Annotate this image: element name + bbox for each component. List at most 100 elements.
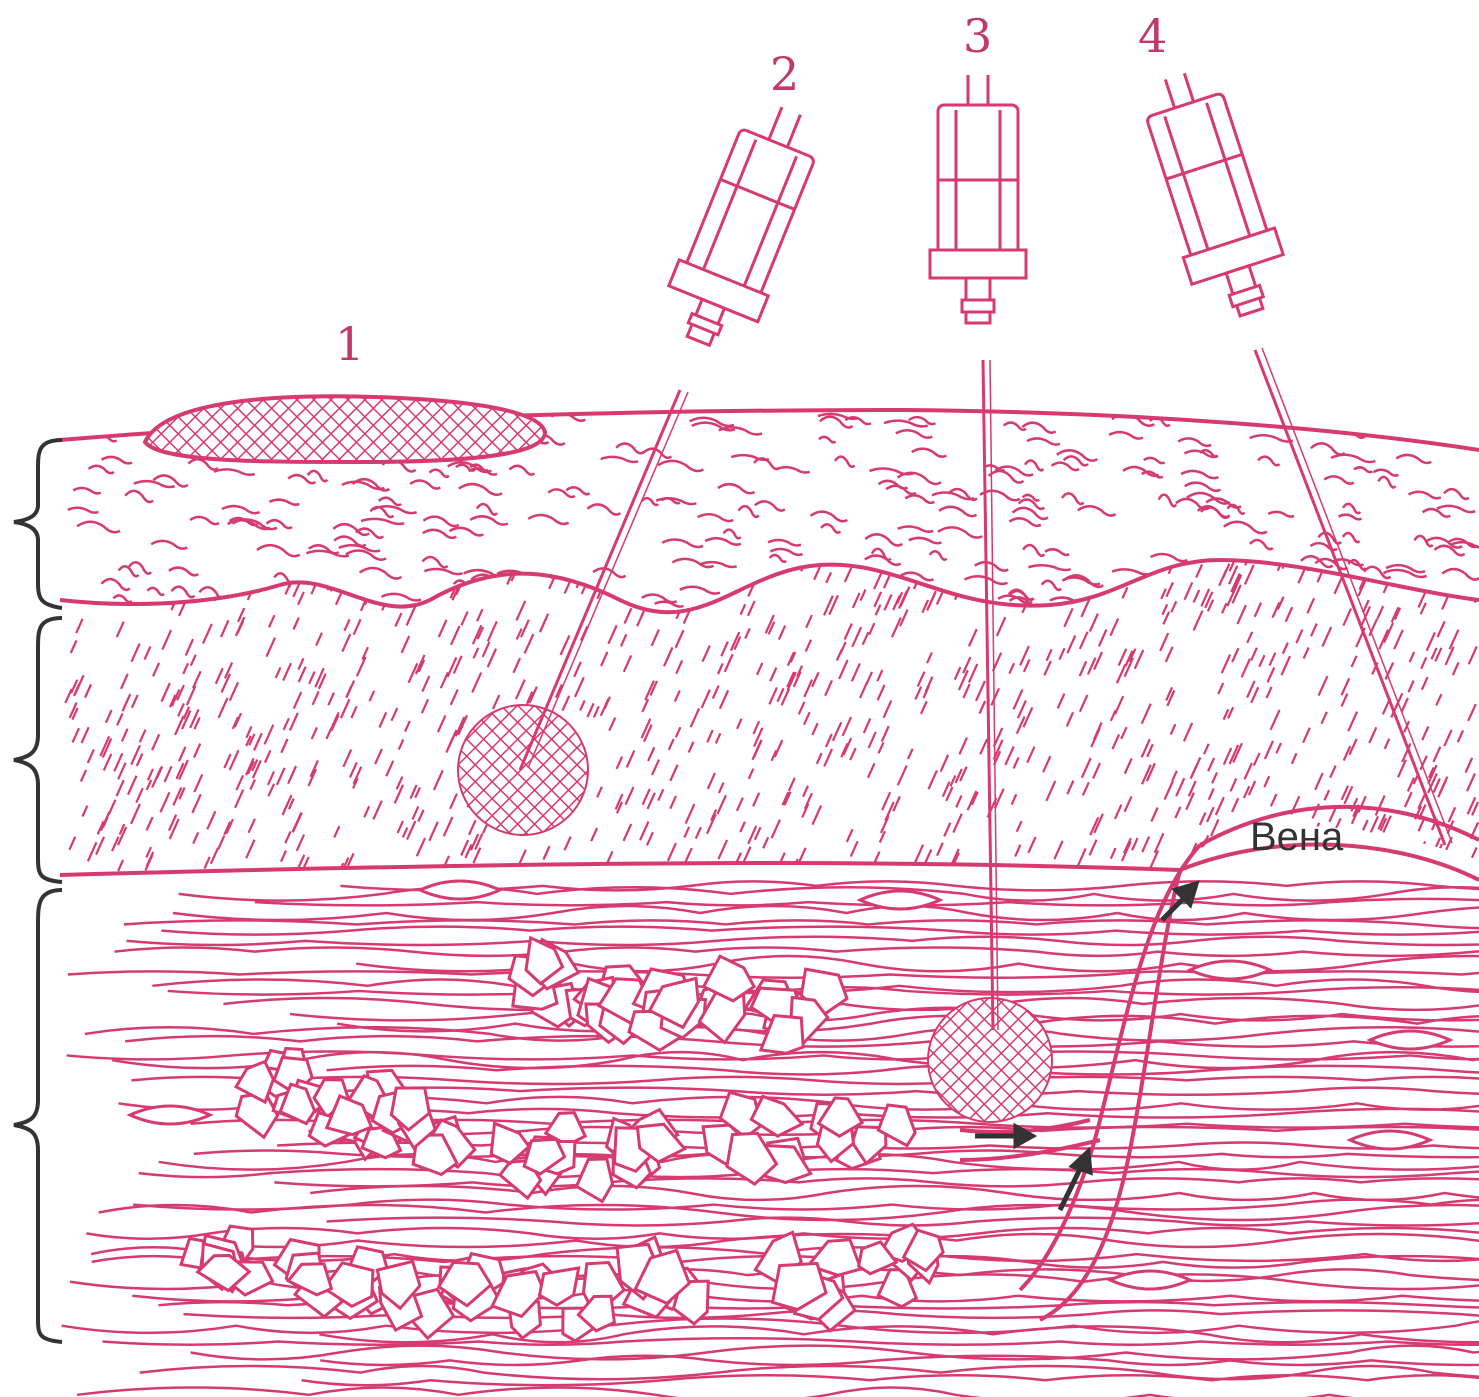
dermis-texture-mark [1115, 590, 1146, 595]
dermis-texture-mark [1444, 489, 1469, 499]
subcutaneous-texture-mark [1067, 781, 1073, 795]
subcutaneous-texture-mark [1232, 798, 1238, 812]
subcutaneous-texture-mark [1176, 778, 1184, 796]
subcutaneous-texture-mark [341, 699, 350, 718]
subcutaneous-texture-mark [230, 750, 239, 770]
subcutaneous-texture-mark [309, 672, 315, 684]
subcutaneous-texture-mark [1267, 687, 1272, 698]
subcutaneous-texture-mark [1058, 694, 1065, 709]
dermis-texture-mark [1025, 461, 1043, 471]
subcutaneous-texture-mark [236, 775, 243, 790]
dermis-texture-mark [360, 568, 402, 579]
subcutaneous-texture-mark [1009, 573, 1017, 590]
subcutaneous-texture-mark [104, 754, 111, 770]
subcutaneous-texture-mark [346, 686, 351, 698]
subcutaneous-texture-mark [707, 730, 713, 742]
dermis-texture-mark [705, 538, 741, 544]
subcutaneous-texture-mark [1151, 808, 1157, 822]
subcutaneous-texture-mark [769, 687, 777, 704]
subcutaneous-texture-mark [1209, 788, 1214, 799]
muscle-fiber [223, 998, 1479, 1010]
bracket-dermis [14, 440, 62, 608]
subcutaneous-texture-mark [1014, 566, 1021, 581]
subcutaneous-texture-mark [268, 771, 274, 784]
subcutaneous-texture-mark [1125, 758, 1132, 773]
subcutaneous-texture-mark [136, 788, 143, 802]
subcutaneous-texture-mark [221, 620, 229, 637]
subcutaneous-texture-mark [1343, 609, 1351, 626]
subcutaneous-texture-mark [806, 615, 812, 628]
dermis-texture-mark [1373, 470, 1398, 476]
subcutaneous-texture-mark [1150, 851, 1158, 869]
subcutaneous-texture-mark [158, 569, 163, 580]
subcutaneous-texture-mark [882, 792, 890, 810]
dermis-texture-mark [68, 508, 99, 513]
subcutaneous-texture-mark [1171, 601, 1176, 612]
subcutaneous-texture-mark [1237, 605, 1246, 624]
subcutaneous-texture-mark [1384, 623, 1393, 643]
subcutaneous-texture-mark [149, 543, 157, 561]
subcutaneous-texture-mark [826, 572, 831, 583]
subcutaneous-texture-mark [461, 612, 467, 626]
subcutaneous-texture-mark [1427, 632, 1435, 650]
subcutaneous-texture-mark [285, 831, 290, 843]
subcutaneous-texture-mark [1162, 604, 1167, 614]
subcutaneous-texture-mark [85, 557, 91, 571]
subcutaneous-texture-mark [422, 699, 428, 713]
subcutaneous-texture-mark [354, 619, 361, 634]
subcutaneous-texture-mark [450, 794, 457, 809]
subcutaneous-texture-mark [720, 690, 728, 708]
subcutaneous-texture-mark [753, 793, 759, 807]
dermis-texture-mark [424, 569, 462, 574]
subcutaneous-texture-mark [608, 625, 616, 643]
subcutaneous-texture-mark [364, 806, 369, 817]
subcutaneous-texture-mark [254, 733, 262, 750]
subcutaneous-texture-mark [543, 846, 549, 859]
subcutaneous-texture-mark [235, 790, 243, 808]
subcutaneous-texture-mark [1369, 816, 1378, 835]
subcutaneous-texture-mark [1405, 792, 1412, 807]
subcutaneous-texture-mark [422, 676, 429, 692]
subcutaneous-texture-mark [342, 634, 350, 651]
subcutaneous-texture-mark [517, 629, 522, 640]
muscle-fiber [115, 947, 1479, 955]
subcutaneous-texture-mark [357, 657, 366, 676]
dermis-texture-mark [1078, 506, 1116, 515]
subcutaneous-texture-mark [737, 719, 742, 729]
subcutaneous-texture-mark [147, 549, 155, 567]
subcutaneous-texture-mark [852, 627, 861, 647]
subcutaneous-texture-mark [147, 817, 153, 830]
dermis-texture-mark [899, 585, 924, 590]
subcutaneous-texture-mark [230, 682, 238, 700]
subcutaneous-texture-mark [114, 753, 122, 771]
subcutaneous-texture-mark [749, 769, 754, 779]
subcutaneous-texture-mark [1348, 712, 1357, 731]
muscle-fiber [327, 1218, 1479, 1226]
subcutaneous-texture-mark [621, 634, 626, 646]
subcutaneous-texture-mark [763, 837, 768, 848]
subcutaneous-texture-mark [483, 642, 490, 657]
subcutaneous-texture-mark [412, 806, 418, 819]
subcutaneous-texture-mark [1080, 695, 1088, 712]
subcutaneous-texture-mark [969, 664, 977, 683]
subcutaneous-texture-mark [161, 547, 167, 561]
layer-brackets [14, 440, 62, 1342]
subcutaneous-texture-mark [398, 821, 403, 833]
subcutaneous-texture-mark [691, 708, 699, 727]
subcutaneous-texture-mark [315, 668, 324, 687]
subcutaneous-texture-mark [1265, 741, 1273, 759]
subcutaneous-texture-mark [1090, 614, 1098, 632]
dermis-texture-mark [306, 551, 348, 556]
subcutaneous-texture-mark [1315, 773, 1322, 790]
subcutaneous-texture-mark [469, 820, 475, 834]
subcutaneous-texture-mark [297, 835, 304, 851]
dermis-texture-mark [662, 539, 703, 546]
dermis-texture-mark [87, 420, 129, 429]
subcutaneous-texture-mark [703, 646, 710, 662]
subcutaneous-texture-mark [839, 660, 848, 679]
subcutaneous-texture-mark [1352, 656, 1357, 667]
dermis-texture-mark [989, 471, 1024, 483]
subcutaneous-texture-mark [386, 761, 393, 776]
dermis-texture-mark [410, 480, 440, 488]
subcutaneous-texture-mark [298, 592, 304, 605]
